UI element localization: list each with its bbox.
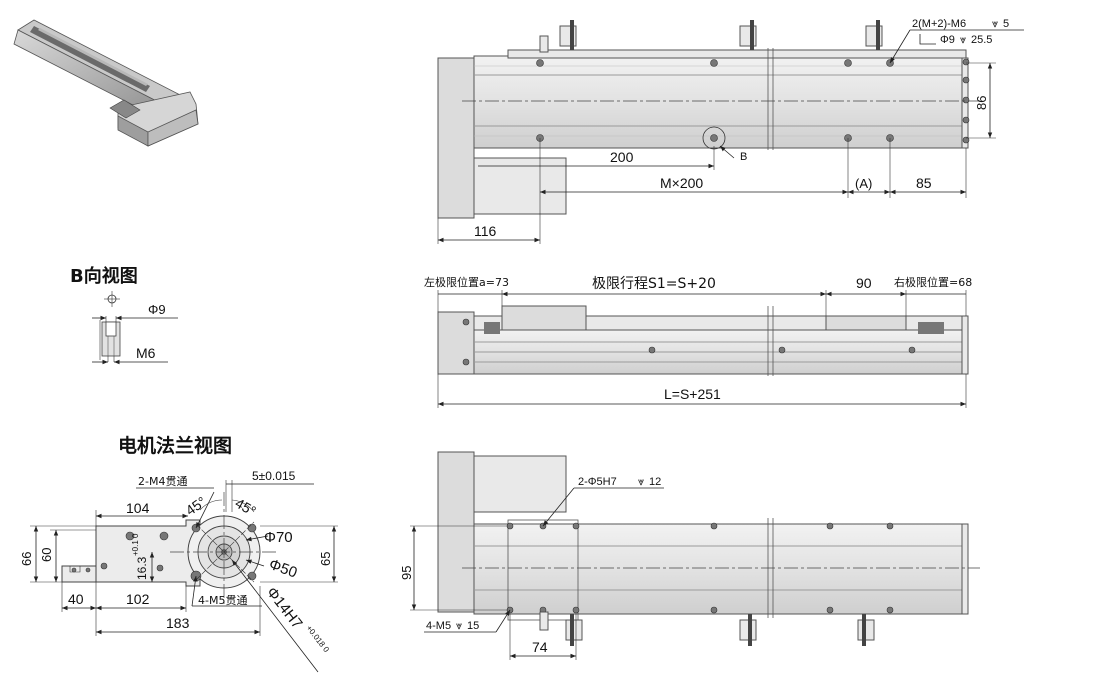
flange-dim-phi70: Φ70 (264, 529, 293, 546)
flange-dim-104: 104 (126, 500, 150, 516)
flange-dim-163-tol: +0.1 0 (131, 533, 140, 556)
flange-dim-phi50: Φ50 (267, 556, 300, 582)
top-dim-200: 200 (610, 149, 634, 165)
bottom-dim-74: 74 (532, 639, 548, 655)
flange-through-top: 2-M4贯通 (138, 475, 187, 488)
side-view: 左极限位置a=73 极限行程S1=S+20 90 右极限位置=68 L=S+25… (424, 275, 972, 408)
bottom-view: 2-Φ5H7 ⩔ 12 4-M5 ⩔ 15 95 74 (399, 451, 980, 660)
top-dim-a: (A) (855, 176, 872, 191)
top-sensors (539, 20, 883, 53)
top-tap-callout: 2(M+2)-M6 (912, 18, 966, 30)
side-dim-90: 90 (856, 275, 872, 291)
top-dim-85: 85 (916, 175, 932, 191)
top-view: B 2(M+2)-M6 ⩔ 5 Φ9 ⩔ 25.5 86 200 M×200 (… (437, 18, 1024, 244)
bottom-pin-depth: 12 (649, 476, 661, 488)
flange-tol-5: 5±0.015 (252, 469, 296, 483)
flange-angle-a: 45° (183, 493, 210, 518)
top-dim-86: 86 (974, 96, 989, 110)
bottom-tap-callout: 4-M5 (426, 620, 451, 632)
bottom-pin-callout: 2-Φ5H7 (578, 476, 617, 488)
svg-text:⩔: ⩔ (638, 476, 644, 488)
top-cbore-depth: 25.5 (971, 34, 992, 46)
motor-flange-title: 电机法兰视图 (118, 434, 232, 457)
flange-dim-65: 65 (318, 552, 333, 566)
bottom-tap-depth: 15 (467, 620, 479, 632)
detail-b-marker: B (740, 151, 747, 163)
flange-dim-40: 40 (68, 591, 84, 607)
flange-dim-183: 183 (166, 615, 190, 631)
side-right-limit: 右极限位置=68 (894, 275, 972, 289)
flange-angle-b: 45° (233, 495, 259, 519)
flange-dim-phi14-tol: +0.018 0 (304, 624, 331, 655)
bottom-dim-95: 95 (399, 566, 414, 580)
top-dim-m200: M×200 (660, 175, 703, 191)
side-left-limit: 左极限位置a=73 (424, 275, 509, 289)
detail-b-view: B向视图 Φ9 M6 (70, 265, 178, 365)
detail-b-m6: M6 (136, 345, 156, 361)
flange-dim-102: 102 (126, 591, 150, 607)
top-cbore-callout: Φ9 (940, 34, 955, 46)
side-stroke: 极限行程S1=S+20 (592, 276, 716, 292)
detail-b-title: B向视图 (70, 265, 138, 287)
motor-flange-view: 电机法兰视图 2-M4贯通 5±0.015 45° 45° (19, 434, 338, 673)
flange-through-bottom: 4-M5贯通 (198, 594, 247, 607)
flange-dim-66: 66 (19, 552, 34, 566)
top-tap-depth: 5 (1003, 18, 1009, 30)
top-tap-depth-symbol: ⩔ (992, 18, 998, 30)
svg-text:⩔: ⩔ (456, 620, 462, 632)
top-dim-116: 116 (474, 223, 497, 239)
flange-dim-163: 16.3 (135, 556, 149, 580)
detail-b-phi9: Φ9 (148, 302, 166, 317)
svg-text:⩔: ⩔ (960, 34, 966, 46)
side-total-length: L=S+251 (664, 386, 721, 402)
flange-dim-60: 60 (39, 548, 54, 562)
isometric-product-image (13, 19, 199, 147)
